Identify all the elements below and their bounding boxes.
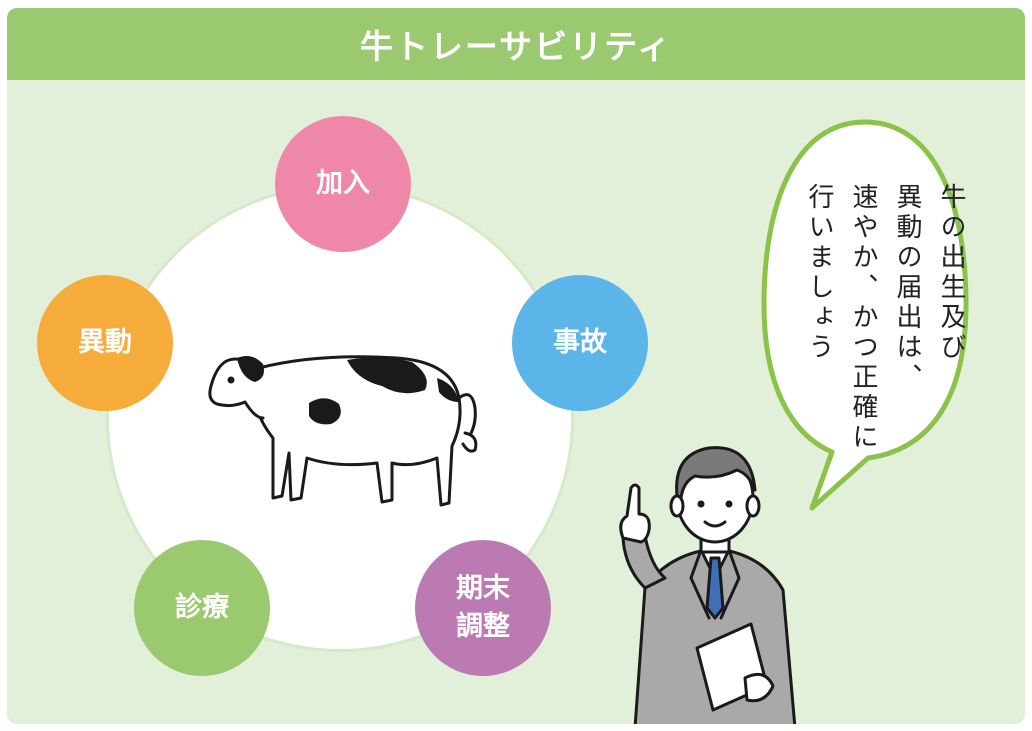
node-ido: 異動 (37, 275, 173, 411)
page-title: 牛トレーサビリティ (359, 27, 673, 66)
bubble-line-1: 牛の出生及び (936, 183, 966, 363)
node-jiko: 事故 (512, 275, 648, 411)
businessman-illustration (619, 446, 797, 724)
node-ido-label: 異動 (78, 327, 132, 358)
bubble-line-4: 行いましょう (804, 183, 834, 363)
node-kanyu: 加入 (275, 116, 411, 252)
speech-bubble-text: 牛の出生及び 異動の届出は、 速やか、かつ正確に 行いましょう (797, 183, 973, 503)
bubble-line-3: 速やか、かつ正確に (848, 183, 878, 453)
trace-panel: 牛トレーサビリティ 加入 異動 事故 診療 期末 (7, 8, 1025, 724)
node-kimatsu-label-2: 調整 (456, 611, 510, 642)
node-kimatsu: 期末 調整 (415, 540, 551, 676)
cow-illustration (208, 355, 478, 507)
bubble-line-2: 異動の届出は、 (892, 183, 922, 393)
speech-bubble (761, 119, 969, 511)
node-jiko-label: 事故 (553, 327, 607, 358)
node-kanyu-label: 加入 (316, 168, 370, 199)
node-shinryo: 診療 (134, 540, 270, 676)
header-bar: 牛トレーサビリティ (7, 8, 1025, 80)
node-shinryo-label: 診療 (175, 592, 229, 623)
node-kimatsu-label-1: 期末 (456, 573, 510, 604)
